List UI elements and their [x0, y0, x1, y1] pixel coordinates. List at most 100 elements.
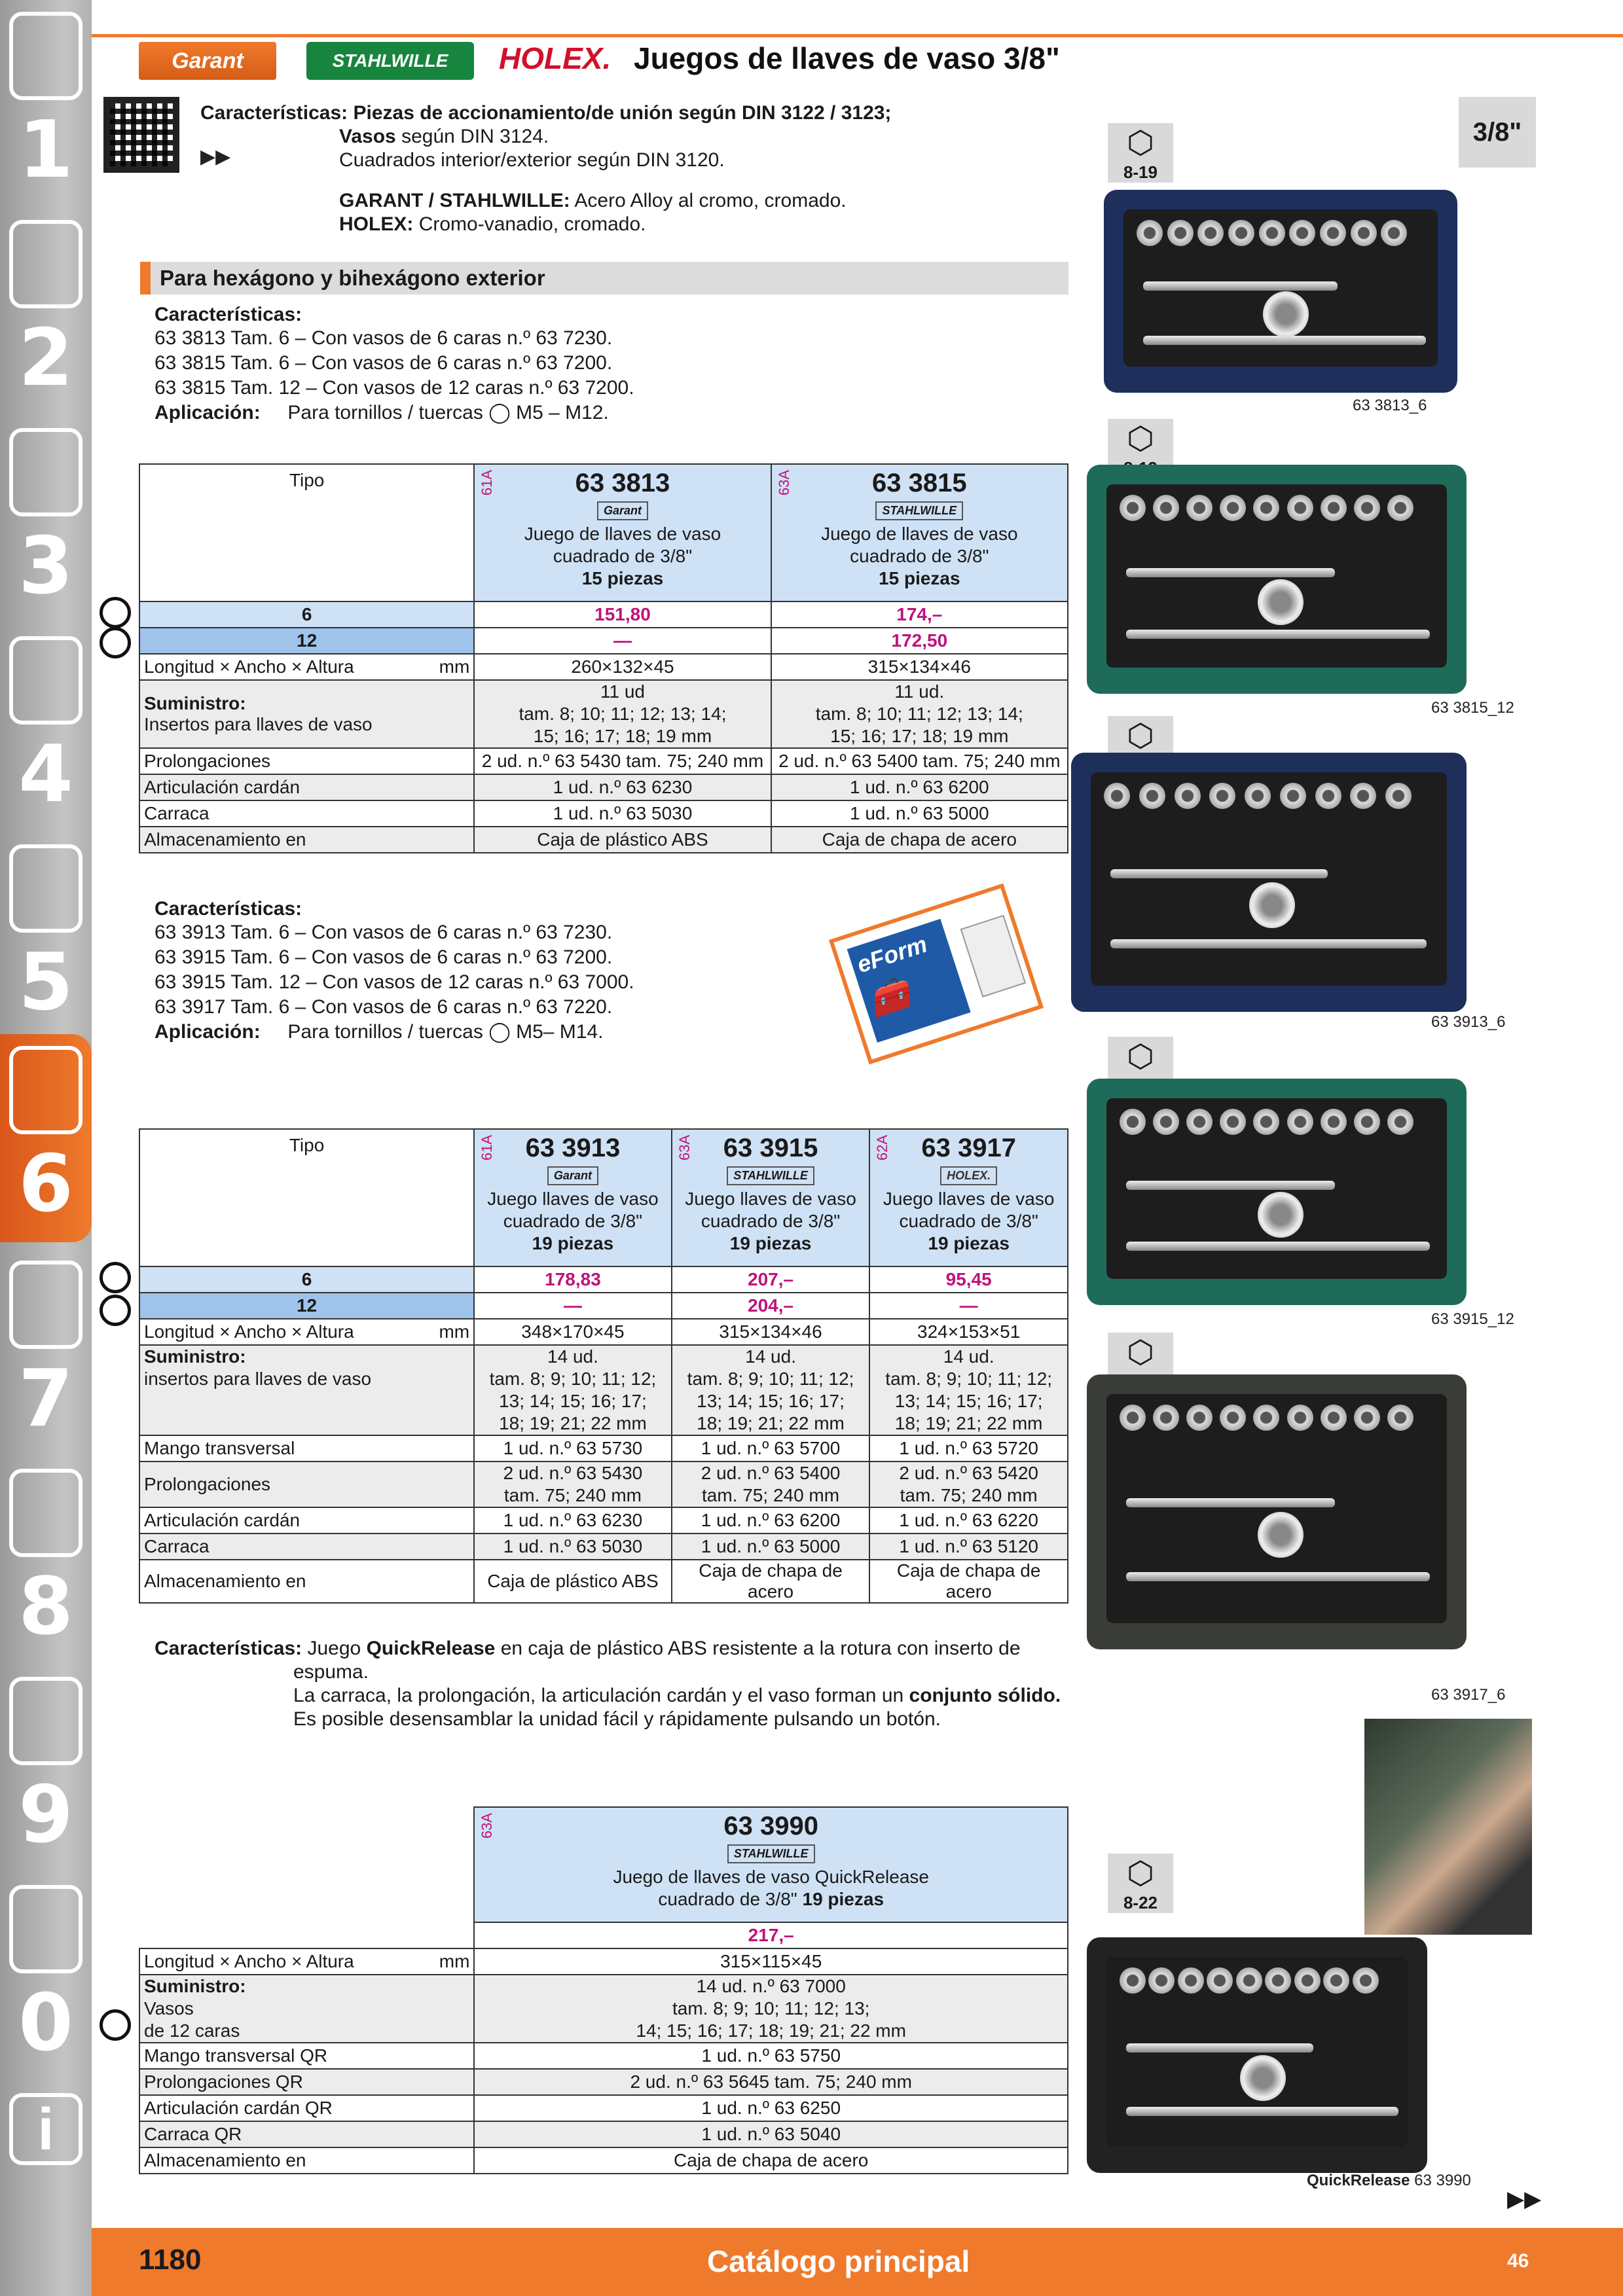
price-cell[interactable]: —	[473, 1292, 672, 1319]
product-code[interactable]: 63 3913	[525, 1134, 621, 1162]
socket	[1353, 1405, 1380, 1431]
extension-bar	[1143, 281, 1338, 291]
wrench-icon	[9, 1046, 82, 1134]
price-cell[interactable]: 172,50	[770, 627, 1069, 655]
socket	[1323, 1967, 1350, 1994]
hex12-icon	[100, 627, 131, 658]
price-cell[interactable]: 178,83	[473, 1266, 672, 1293]
ratchet	[1249, 882, 1295, 928]
chapter-tab-6[interactable]: 6	[0, 1034, 92, 1242]
chapter-tab-4[interactable]: 4	[0, 624, 92, 833]
dims-cell: 315×134×46	[770, 653, 1069, 681]
intro-text: Piezas de accionamiento/de unión según D…	[353, 102, 892, 124]
chapter-tab-8[interactable]: 8	[0, 1457, 92, 1665]
toolbox-icon	[9, 1469, 82, 1557]
mill-icon	[9, 220, 82, 308]
spec-cell: 1 ud. n.º 63 6200	[670, 1507, 871, 1534]
spec-cell: Caja de chapa de acero	[473, 2147, 1068, 2174]
socket	[1120, 1405, 1146, 1431]
chapter-tab-5[interactable]: 5	[0, 833, 92, 1041]
row-label: 6	[138, 1266, 475, 1293]
dims-label: Longitud × Ancho × Altura	[144, 1321, 354, 1342]
product-code[interactable]: 63 3990	[723, 1812, 818, 1840]
spec-cell: Caja de plástico ABS	[473, 826, 772, 853]
product-pieces: 19 piezas	[729, 1233, 812, 1253]
application-text: Para tornillos / tuercas ◯ M5– M14.	[287, 1021, 604, 1043]
product-code[interactable]: 63 3917	[921, 1134, 1016, 1162]
unit-label: mm	[439, 1951, 470, 1971]
caption-code: 63 3990	[1414, 2172, 1471, 2189]
carraca-row: Carraca 1 ud. n.º 63 5030 1 ud. n.º 63 5…	[138, 800, 1069, 827]
image-caption: 63 3913_6	[1431, 1013, 1506, 1031]
price-cell[interactable]: 217,–	[473, 1922, 1068, 1949]
chapter-number: 6	[18, 1139, 73, 1230]
group-tag: 62A	[874, 1135, 891, 1161]
price-cell[interactable]: —	[473, 627, 772, 655]
socket	[1387, 1109, 1413, 1135]
chapter-tab-7[interactable]: 7	[0, 1249, 92, 1457]
socket	[1258, 220, 1285, 246]
cardan-row: Articulación cardán QR 1 ud. n.º 63 6250	[138, 2094, 1068, 2122]
price-cell[interactable]: 204,–	[670, 1292, 871, 1319]
spec-cell: 1 ud. n.º 63 6230	[473, 774, 772, 801]
product-code[interactable]: 63 3815	[872, 469, 967, 497]
next-page-arrow-icon[interactable]: ▶▶	[1507, 2187, 1542, 2212]
socket	[1153, 1405, 1180, 1431]
block3-line-3: La carraca, la prolongación, la articula…	[293, 1683, 1061, 1708]
row-label: Articulación cardán	[138, 774, 475, 801]
socket	[1245, 783, 1271, 809]
row-label: Prolongaciones	[138, 747, 475, 775]
supply-label: Suministro:	[144, 693, 246, 713]
supply-line: 13; 14; 15; 16; 17;	[499, 1391, 647, 1411]
spec-cell: Caja de chapa de acero	[770, 826, 1069, 853]
socket-set-case	[1104, 190, 1457, 393]
supply-line: tam. 8; 10; 11; 12; 13; 14;	[815, 704, 1023, 724]
price-cell[interactable]: 174,–	[770, 601, 1069, 628]
block1-application: Aplicación: Para tornillos / tuercas ◯ M…	[155, 401, 609, 425]
price-cell[interactable]: 95,45	[869, 1266, 1068, 1293]
spec-cell: 1 ud. n.º 63 5750	[473, 2042, 1068, 2070]
block3-line-1: Características: Juego QuickRelease en c…	[155, 1636, 1021, 1661]
socket	[1385, 783, 1412, 809]
price-cell[interactable]: —	[869, 1292, 1068, 1319]
chapter-tab-1[interactable]: 1	[0, 0, 92, 208]
block3-bold: conjunto sólido.	[909, 1685, 1061, 1706]
row-label: Articulación cardán	[138, 1507, 475, 1534]
product-pieces: 19 piezas	[532, 1233, 614, 1253]
socket	[1186, 1405, 1213, 1431]
socket	[1381, 220, 1408, 246]
image-caption: QuickRelease 63 3990	[1307, 2172, 1471, 2190]
forward-arrow-icon[interactable]: ▶▶	[200, 146, 231, 168]
eform-badge[interactable]: eForm🧰	[828, 883, 1044, 1065]
socket	[1387, 1405, 1413, 1431]
block1-line: 63 3813 Tam. 6 – Con vasos de 6 caras n.…	[155, 327, 613, 349]
row-label: Carraca QR	[138, 2121, 475, 2148]
product-code[interactable]: 63 3915	[723, 1134, 818, 1162]
product-table-2: Tipo 61A 63 3913 Garant Juego llaves de …	[138, 1128, 1068, 1604]
socket	[1286, 1405, 1313, 1431]
socket	[1174, 783, 1201, 809]
price-cell[interactable]: 151,80	[473, 601, 772, 628]
row-label: Almacenamiento en	[138, 826, 475, 853]
socket	[1220, 1405, 1247, 1431]
chapter-tab-info[interactable]: i	[0, 2081, 92, 2212]
extension-bar	[1126, 1572, 1430, 1582]
chapter-tab-3[interactable]: 3	[0, 416, 92, 624]
block3-text: en caja de plástico ABS resistente a la …	[500, 1638, 1021, 1659]
brand-mini-logo: STAHLWILLE	[727, 1844, 815, 1863]
chapter-tab-2[interactable]: 2	[0, 208, 92, 416]
chapter-tab-0[interactable]: 0	[0, 1873, 92, 2081]
product-code[interactable]: 63 3813	[575, 469, 670, 497]
price-cell[interactable]: 207,–	[670, 1266, 871, 1293]
image-caption: 63 3815_12	[1431, 699, 1514, 717]
qr-code-icon[interactable]	[103, 97, 179, 173]
supply-cell: 14 ud.tam. 8; 9; 10; 11; 12;13; 14; 15; …	[473, 1344, 672, 1436]
dims-cell: 315×115×45	[473, 1948, 1068, 1975]
spec-cell: 1 ud. n.º 63 5030	[473, 1533, 672, 1560]
chapter-tab-9[interactable]: 9	[0, 1665, 92, 1873]
extension-bar	[1126, 1180, 1335, 1190]
supply-line: tam. 8; 9; 10; 11; 12;	[885, 1369, 1053, 1389]
chapter-number: 8	[18, 1562, 73, 1653]
